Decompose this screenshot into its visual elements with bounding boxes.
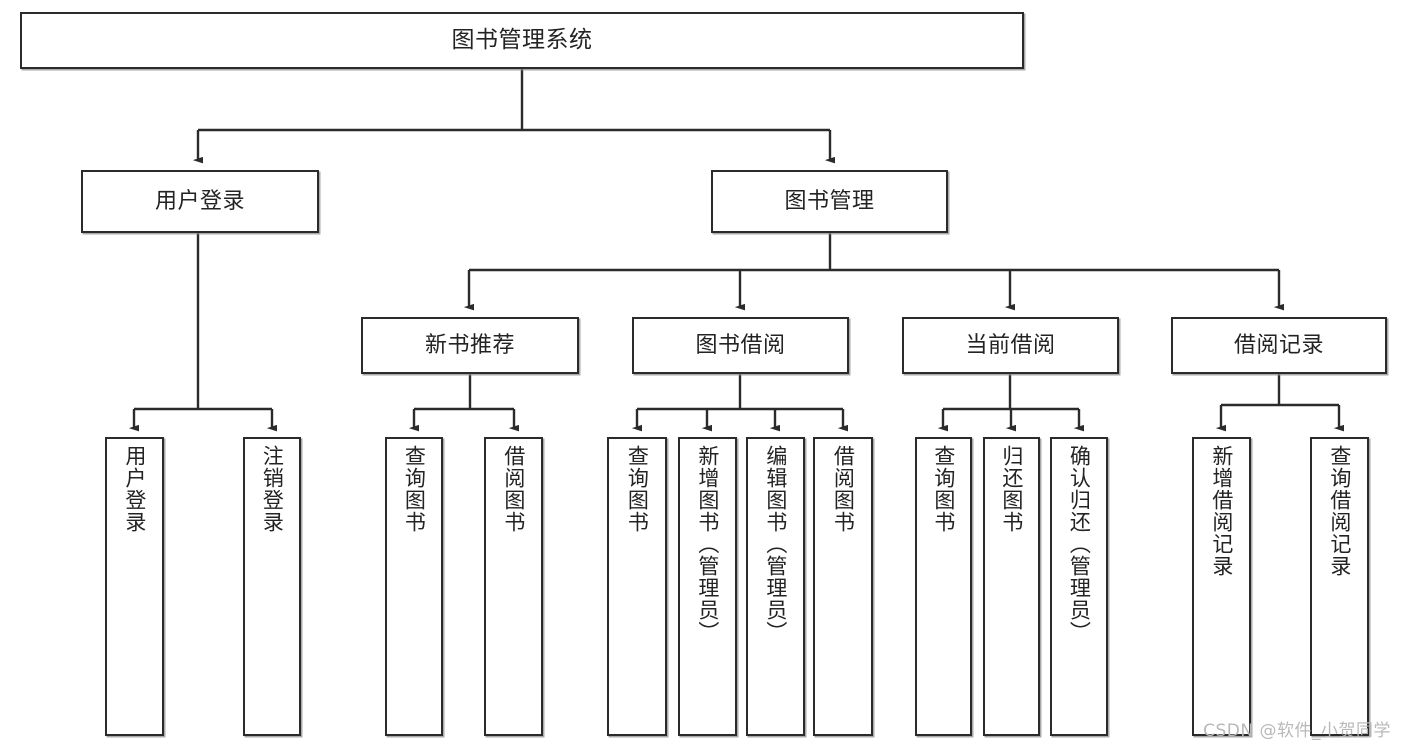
node-leaf-confirm-return[interactable]: 确认归还（管理员） <box>1050 437 1108 736</box>
node-user-login[interactable]: 用户登录 <box>81 170 319 233</box>
node-leaf-query-book-3-label: 查询图书 <box>931 445 956 533</box>
node-user-login-label: 用户登录 <box>154 188 245 214</box>
node-leaf-edit-book-label: 编辑图书（管理员） <box>763 445 788 643</box>
node-leaf-borrow-book-2[interactable]: 借阅图书 <box>813 437 873 736</box>
node-leaf-edit-book[interactable]: 编辑图书（管理员） <box>746 437 805 736</box>
node-leaf-query-borrow-record-label: 查询借阅记录 <box>1327 445 1352 577</box>
node-root-system-label: 图书管理系统 <box>451 26 593 53</box>
node-leaf-logout-label: 注销登录 <box>260 445 285 533</box>
node-new-book-recommend[interactable]: 新书推荐 <box>361 317 579 374</box>
node-leaf-logout[interactable]: 注销登录 <box>243 437 301 736</box>
node-leaf-add-borrow-record-label: 新增借阅记录 <box>1209 445 1234 577</box>
node-borrow-record[interactable]: 借阅记录 <box>1171 317 1387 374</box>
node-leaf-query-borrow-record[interactable]: 查询借阅记录 <box>1310 437 1369 736</box>
node-book-manage-label: 图书管理 <box>784 188 875 214</box>
node-leaf-borrow-book-1-label: 借阅图书 <box>501 445 526 533</box>
node-leaf-borrow-book-1[interactable]: 借阅图书 <box>484 437 543 736</box>
node-book-borrow[interactable]: 图书借阅 <box>632 317 849 374</box>
node-leaf-query-book-3[interactable]: 查询图书 <box>915 437 972 736</box>
node-new-book-recommend-label: 新书推荐 <box>424 332 515 358</box>
node-book-manage[interactable]: 图书管理 <box>711 170 948 233</box>
node-root-system[interactable]: 图书管理系统 <box>20 12 1024 69</box>
node-leaf-query-book-1[interactable]: 查询图书 <box>385 437 443 736</box>
node-leaf-query-book-2[interactable]: 查询图书 <box>607 437 667 736</box>
node-leaf-add-book[interactable]: 新增图书（管理员） <box>678 437 737 736</box>
csdn-watermark: CSDN @软件_小贺同学 <box>1203 721 1391 741</box>
node-book-borrow-label: 图书借阅 <box>695 332 786 358</box>
node-leaf-add-borrow-record[interactable]: 新增借阅记录 <box>1192 437 1251 736</box>
node-leaf-query-book-1-label: 查询图书 <box>402 445 427 533</box>
node-leaf-query-book-2-label: 查询图书 <box>625 445 650 533</box>
node-current-borrow-label: 当前借阅 <box>965 332 1056 358</box>
node-leaf-user-login-label: 用户登录 <box>122 445 147 533</box>
node-current-borrow[interactable]: 当前借阅 <box>902 317 1119 374</box>
node-leaf-return-book-label: 归还图书 <box>999 445 1024 533</box>
node-leaf-user-login[interactable]: 用户登录 <box>105 437 164 736</box>
node-leaf-confirm-return-label: 确认归还（管理员） <box>1067 445 1092 643</box>
node-borrow-record-label: 借阅记录 <box>1233 332 1324 358</box>
node-leaf-return-book[interactable]: 归还图书 <box>983 437 1040 736</box>
node-leaf-borrow-book-2-label: 借阅图书 <box>831 445 856 533</box>
node-leaf-add-book-label: 新增图书（管理员） <box>695 445 720 643</box>
